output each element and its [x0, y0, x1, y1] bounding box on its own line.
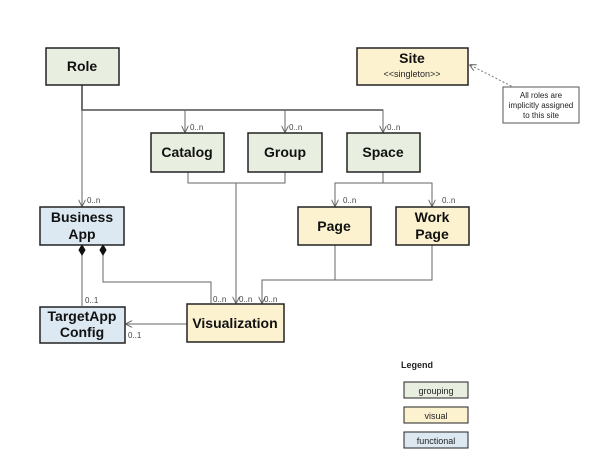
note-line-1: All roles are — [520, 91, 563, 100]
note-line-2: implicitly assigned — [509, 101, 573, 110]
group-vis-edge — [236, 172, 286, 303]
mult-role-space: 0..n — [387, 123, 400, 132]
mult-businessapp-targetapp: 0..1 — [85, 296, 99, 305]
group-node[interactable]: Group — [247, 132, 323, 173]
page-node[interactable]: Page — [297, 206, 372, 246]
site-label: Site — [399, 50, 425, 66]
note-site-edge — [470, 65, 516, 89]
site-node[interactable]: Site <<singleton>> — [356, 47, 469, 86]
businessapp-vis-edge — [102, 255, 212, 303]
mult-role-group: 0..n — [289, 123, 302, 132]
role-label: Role — [67, 58, 98, 74]
space-node[interactable]: Space — [346, 132, 421, 173]
legend: Legend grouping visual functional — [401, 360, 469, 449]
site-note: All roles are implicitly assigned to thi… — [502, 86, 580, 124]
work-page-label-1: Work — [415, 209, 450, 225]
role-trunk-edge — [81, 85, 383, 111]
legend-item-grouping: grouping — [418, 386, 453, 396]
workpage-vis-edge — [335, 245, 433, 281]
legend-title: Legend — [401, 360, 433, 370]
catalog-label: Catalog — [161, 144, 212, 160]
mult-space-workpage: 0..n — [442, 196, 455, 205]
space-page-edge — [335, 172, 384, 206]
catalog-vis-edge — [187, 172, 236, 184]
catalog-node[interactable]: Catalog — [150, 132, 225, 173]
targetapp-config-node[interactable]: TargetApp Config — [39, 306, 126, 344]
mult-vis-right: 0..n — [264, 295, 277, 304]
space-label: Space — [362, 144, 403, 160]
role-node[interactable]: Role — [45, 47, 120, 86]
business-app-node[interactable]: Business App — [39, 206, 125, 246]
group-label: Group — [264, 144, 306, 160]
legend-item-functional: functional — [417, 436, 456, 446]
work-page-node[interactable]: Work Page — [395, 206, 470, 246]
role-catalog-edge — [82, 109, 185, 132]
business-app-label-2: App — [68, 226, 95, 242]
legend-item-visual: visual — [424, 411, 447, 421]
composition-diamond-targetapp — [78, 244, 86, 256]
mult-vis-left: 0..n — [213, 295, 226, 304]
site-stereotype: <<singleton>> — [383, 69, 440, 79]
business-app-label-1: Business — [51, 209, 113, 225]
targetapp-config-label-1: TargetApp — [48, 308, 117, 324]
space-workpage-edge — [383, 182, 432, 206]
work-page-label-2: Page — [415, 226, 449, 242]
mult-role-catalog: 0..n — [190, 123, 203, 132]
note-line-3: to this site — [523, 111, 560, 120]
mult-role-businessapp: 0..n — [87, 196, 100, 205]
role-space-edge — [285, 109, 383, 132]
visualization-node[interactable]: Visualization — [186, 303, 285, 343]
mult-targetapp-side: 0..1 — [128, 331, 142, 340]
targetapp-config-label-2: Config — [60, 324, 104, 340]
page-vis-edge — [262, 245, 336, 303]
mult-space-page: 0..n — [343, 196, 356, 205]
page-label: Page — [317, 218, 351, 234]
visualization-label: Visualization — [192, 315, 277, 331]
composition-diamond-vis — [99, 244, 107, 256]
mult-vis-mid: 0..n — [239, 295, 252, 304]
